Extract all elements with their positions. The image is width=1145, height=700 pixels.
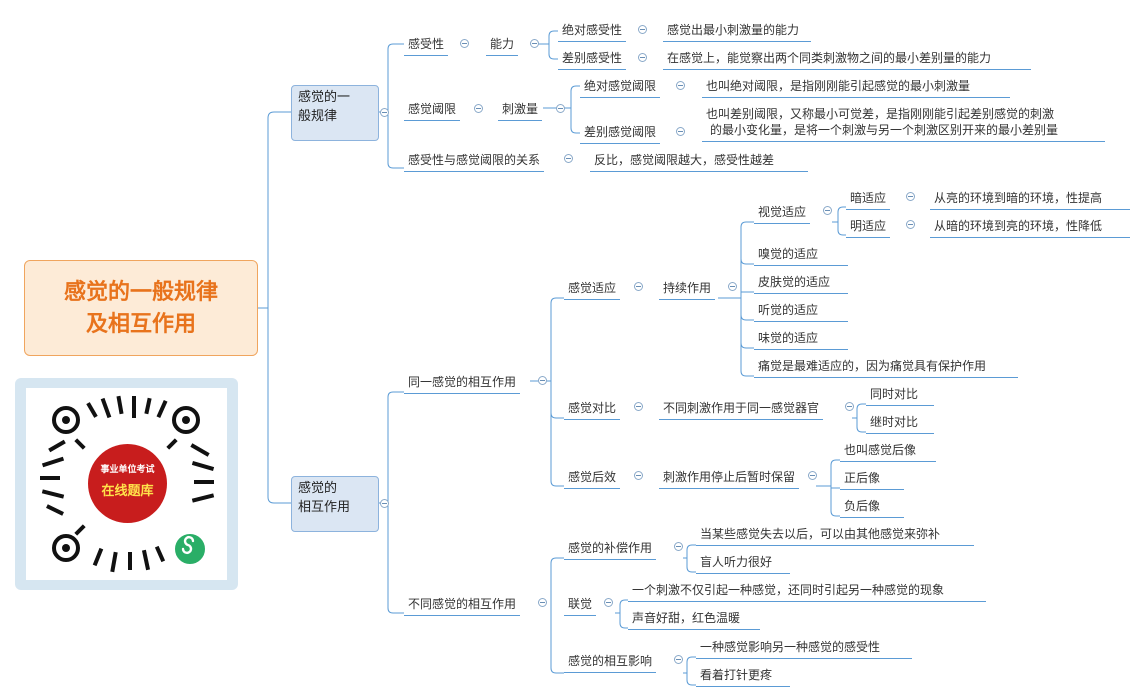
qr-code-card: 事业单位考试 在线题库 xyxy=(15,378,238,590)
node-positive-afterimage[interactable]: 正后像 xyxy=(840,468,904,490)
collapse-toggle-icon[interactable] xyxy=(634,402,643,411)
collapse-toggle-icon[interactable] xyxy=(380,108,389,117)
node-simultaneous-contrast[interactable]: 同时对比 xyxy=(866,384,934,406)
node-visual-adaptation[interactable]: 视觉适应 xyxy=(754,202,811,224)
root-line-2: 及相互作用 xyxy=(85,312,196,337)
collapse-toggle-icon[interactable] xyxy=(634,471,643,480)
collapse-toggle-icon[interactable] xyxy=(556,104,565,113)
collapse-toggle-icon[interactable] xyxy=(638,25,647,34)
node-aftereffect-mid[interactable]: 刺激作用停止后暂时保留 xyxy=(659,467,800,489)
node-light-adaptation-desc: 从暗的环境到亮的环境，性降低 xyxy=(930,216,1130,238)
node-dark-adaptation-desc: 从亮的环境到暗的环境，性提高 xyxy=(930,188,1130,210)
branch-general-rules[interactable]: 感觉的一 般规律 xyxy=(291,85,379,141)
collapse-toggle-icon[interactable] xyxy=(474,104,483,113)
node-dark-adaptation[interactable]: 暗适应 xyxy=(846,188,891,210)
node-different-sense[interactable]: 不同感觉的相互作用 xyxy=(404,594,521,616)
node-sensitivity[interactable]: 感受性 xyxy=(404,34,449,56)
collapse-toggle-icon[interactable] xyxy=(906,192,915,201)
difference-threshold-desc-line-1: 也叫差别阈限，又称最小可觉差，是指刚刚能引起差别感觉的刺激 xyxy=(706,107,1055,121)
node-synesthesia-a: 一个刺激不仅引起一种感觉，还同时引起另一种感觉的现象 xyxy=(628,580,986,602)
collapse-toggle-icon[interactable] xyxy=(538,376,547,385)
branch-general-rules-line-1: 感觉的一 xyxy=(298,90,351,105)
collapse-toggle-icon[interactable] xyxy=(676,81,685,90)
node-relation[interactable]: 感受性与感觉阈限的关系 xyxy=(404,150,545,172)
node-absolute-threshold-desc: 也叫绝对阈限，是指刚刚能引起感觉的最小刺激量 xyxy=(702,76,1010,98)
node-absolute-sensitivity[interactable]: 绝对感受性 xyxy=(558,20,627,42)
difference-threshold-desc-line-2: 的最小变化量，是将一个刺激与另一个刺激区别开来的最小差别量 xyxy=(710,123,1059,137)
node-synesthesia[interactable]: 联觉 xyxy=(564,594,597,616)
collapse-toggle-icon[interactable] xyxy=(530,39,539,48)
collapse-toggle-icon[interactable] xyxy=(604,598,613,607)
collapse-toggle-icon[interactable] xyxy=(823,206,832,215)
node-afterimage[interactable]: 也叫感觉后像 xyxy=(840,440,936,462)
node-skin-adaptation[interactable]: 皮肤觉的适应 xyxy=(754,272,848,294)
collapse-toggle-icon[interactable] xyxy=(676,127,685,136)
node-negative-afterimage[interactable]: 负后像 xyxy=(840,496,904,518)
collapse-toggle-icon[interactable] xyxy=(380,499,389,508)
qr-center-badge: 事业单位考试 在线题库 xyxy=(88,444,167,523)
node-compensation-a: 当某些感觉失去以后，可以由其他感觉来弥补 xyxy=(696,524,974,546)
branch-interaction-line-2: 相互作用 xyxy=(298,500,351,515)
node-successive-contrast[interactable]: 继时对比 xyxy=(866,412,934,434)
node-absolute-sensitivity-desc: 感觉出最小刺激量的能力 xyxy=(663,20,811,42)
collapse-toggle-icon[interactable] xyxy=(674,655,683,664)
node-contrast[interactable]: 感觉对比 xyxy=(564,398,621,420)
node-absolute-threshold[interactable]: 绝对感觉阈限 xyxy=(580,76,661,98)
node-threshold[interactable]: 感觉阈限 xyxy=(404,99,461,121)
node-compensation[interactable]: 感觉的补偿作用 xyxy=(564,538,657,560)
node-smell-adaptation[interactable]: 嗅觉的适应 xyxy=(754,244,848,266)
node-difference-threshold[interactable]: 差别感觉阈限 xyxy=(580,122,661,144)
node-ability[interactable]: 能力 xyxy=(486,34,519,56)
collapse-toggle-icon[interactable] xyxy=(634,282,643,291)
qr-label-1: 事业单位考试 xyxy=(100,465,155,475)
node-aftereffect[interactable]: 感觉后效 xyxy=(564,467,621,489)
branch-general-rules-line-2: 般规律 xyxy=(298,109,338,124)
node-stimulus[interactable]: 刺激量 xyxy=(498,99,543,121)
mini-program-logo-icon xyxy=(173,532,207,566)
qr-code: 事业单位考试 在线题库 xyxy=(26,388,227,580)
node-difference-threshold-desc: 也叫差别阈限，又称最小可觉差，是指刚刚能引起差别感觉的刺激 的最小变化量，是将一… xyxy=(702,104,1105,142)
branch-interaction[interactable]: 感觉的 相互作用 xyxy=(291,476,379,532)
qr-label-2: 在线题库 xyxy=(101,484,154,499)
node-contrast-mid[interactable]: 不同刺激作用于同一感觉器官 xyxy=(659,398,824,420)
qr-pattern-icon xyxy=(40,395,215,573)
node-mutual-influence-b: 看着打针更疼 xyxy=(696,665,790,687)
branch-interaction-line-1: 感觉的 xyxy=(298,481,338,496)
collapse-toggle-icon[interactable] xyxy=(728,282,737,291)
node-synesthesia-b: 声音好甜，红色温暖 xyxy=(628,608,760,630)
collapse-toggle-icon[interactable] xyxy=(638,53,647,62)
root-line-1: 感觉的一般规律 xyxy=(63,280,218,305)
node-mutual-influence-a: 一种感觉影响另一种感觉的感受性 xyxy=(696,637,912,659)
collapse-toggle-icon[interactable] xyxy=(845,402,854,411)
node-same-sense[interactable]: 同一感觉的相互作用 xyxy=(404,372,521,394)
node-adaptation[interactable]: 感觉适应 xyxy=(564,278,621,300)
node-relation-desc: 反比，感觉阈限越大，感受性越差 xyxy=(590,150,808,172)
collapse-toggle-icon[interactable] xyxy=(564,154,573,163)
node-compensation-b: 盲人听力很好 xyxy=(696,552,790,574)
node-pain-adaptation[interactable]: 痛觉是最难适应的，因为痛觉具有保护作用 xyxy=(754,356,1018,378)
node-difference-sensitivity[interactable]: 差别感受性 xyxy=(558,48,627,70)
root-topic[interactable]: 感觉的一般规律 及相互作用 xyxy=(24,260,258,356)
node-taste-adaptation[interactable]: 味觉的适应 xyxy=(754,328,848,350)
collapse-toggle-icon[interactable] xyxy=(460,39,469,48)
node-adaptation-mid[interactable]: 持续作用 xyxy=(659,278,716,300)
node-light-adaptation[interactable]: 明适应 xyxy=(846,216,891,238)
node-hearing-adaptation[interactable]: 听觉的适应 xyxy=(754,300,848,322)
collapse-toggle-icon[interactable] xyxy=(674,542,683,551)
node-difference-sensitivity-desc: 在感觉上，能觉察出两个同类刺激物之间的最小差别量的能力 xyxy=(663,48,1031,70)
collapse-toggle-icon[interactable] xyxy=(906,220,915,229)
collapse-toggle-icon[interactable] xyxy=(808,471,817,480)
collapse-toggle-icon[interactable] xyxy=(538,598,547,607)
node-mutual-influence[interactable]: 感觉的相互影响 xyxy=(564,651,657,673)
